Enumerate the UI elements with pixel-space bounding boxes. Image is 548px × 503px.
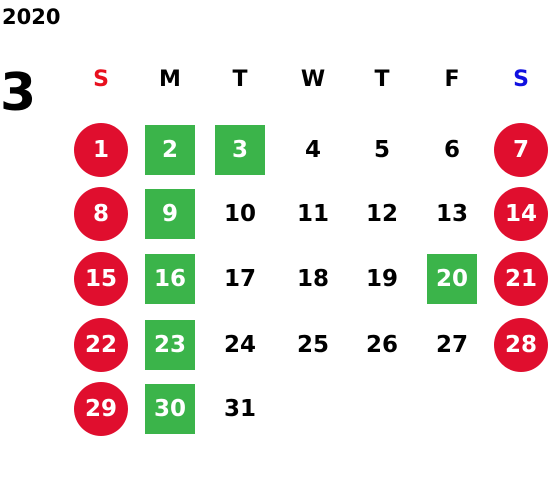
day-number: 27 — [435, 331, 468, 358]
day-cell-12[interactable]: 12 — [355, 187, 409, 241]
day-number: 24 — [223, 331, 256, 358]
day-cell-26[interactable]: 26 — [355, 318, 409, 372]
day-cell-15[interactable]: 15 — [74, 252, 128, 306]
day-number: 25 — [296, 331, 329, 358]
day-cell-9[interactable]: 9 — [143, 187, 197, 241]
day-cell-21[interactable]: 21 — [494, 252, 548, 306]
day-cell-4[interactable]: 4 — [286, 123, 340, 177]
month-number: 3 — [0, 63, 37, 123]
day-number: 18 — [296, 265, 329, 292]
day-cell-18[interactable]: 18 — [286, 252, 340, 306]
day-number: 26 — [365, 331, 398, 358]
day-number: 13 — [435, 200, 468, 227]
day-cell-28[interactable]: 28 — [494, 318, 548, 372]
day-number: 16 — [153, 265, 186, 292]
day-number: 3 — [231, 136, 248, 163]
day-number: 20 — [435, 265, 468, 292]
day-number: 5 — [373, 136, 390, 163]
weekday-header-4: T — [374, 67, 390, 92]
day-cell-5[interactable]: 5 — [355, 123, 409, 177]
day-cell-30[interactable]: 30 — [143, 382, 197, 436]
day-cell-13[interactable]: 13 — [425, 187, 479, 241]
day-cell-19[interactable]: 19 — [355, 252, 409, 306]
day-number: 4 — [304, 136, 321, 163]
day-number: 19 — [365, 265, 398, 292]
day-number: 1 — [92, 136, 109, 163]
day-number: 14 — [504, 200, 537, 227]
day-cell-2[interactable]: 2 — [143, 123, 197, 177]
day-cell-29[interactable]: 29 — [74, 382, 128, 436]
day-cell-23[interactable]: 23 — [143, 318, 197, 372]
day-number: 22 — [84, 331, 117, 358]
day-cell-27[interactable]: 27 — [425, 318, 479, 372]
day-cell-25[interactable]: 25 — [286, 318, 340, 372]
day-number: 2 — [161, 136, 178, 163]
day-cell-16[interactable]: 16 — [143, 252, 197, 306]
day-cell-24[interactable]: 24 — [213, 318, 267, 372]
day-number: 10 — [223, 200, 256, 227]
day-number: 11 — [296, 200, 329, 227]
day-number: 17 — [223, 265, 256, 292]
weekday-header-1: M — [159, 67, 181, 92]
day-cell-3[interactable]: 3 — [213, 123, 267, 177]
weekday-header-3: W — [300, 67, 326, 92]
day-cell-10[interactable]: 10 — [213, 187, 267, 241]
day-cell-17[interactable]: 17 — [213, 252, 267, 306]
day-number: 9 — [161, 200, 178, 227]
day-number: 15 — [84, 265, 117, 292]
day-cell-1[interactable]: 1 — [74, 123, 128, 177]
day-number: 6 — [443, 136, 460, 163]
weekday-header-6: S — [513, 67, 529, 92]
day-cell-20[interactable]: 20 — [425, 252, 479, 306]
day-number: 7 — [512, 136, 529, 163]
day-number: 8 — [92, 200, 109, 227]
day-cell-11[interactable]: 11 — [286, 187, 340, 241]
day-number: 28 — [504, 331, 537, 358]
day-number: 23 — [153, 331, 186, 358]
day-number: 31 — [223, 395, 256, 422]
day-number: 30 — [153, 395, 186, 422]
day-cell-31[interactable]: 31 — [213, 382, 267, 436]
weekday-header-0: S — [93, 67, 109, 92]
year-label: 2020 — [2, 5, 61, 29]
day-number: 21 — [504, 265, 537, 292]
day-number: 12 — [365, 200, 398, 227]
weekday-header-5: F — [444, 67, 460, 92]
day-cell-14[interactable]: 14 — [494, 187, 548, 241]
weekday-header-2: T — [232, 67, 248, 92]
day-cell-7[interactable]: 7 — [494, 123, 548, 177]
day-cell-6[interactable]: 6 — [425, 123, 479, 177]
day-number: 29 — [84, 395, 117, 422]
day-cell-8[interactable]: 8 — [74, 187, 128, 241]
day-cell-22[interactable]: 22 — [74, 318, 128, 372]
